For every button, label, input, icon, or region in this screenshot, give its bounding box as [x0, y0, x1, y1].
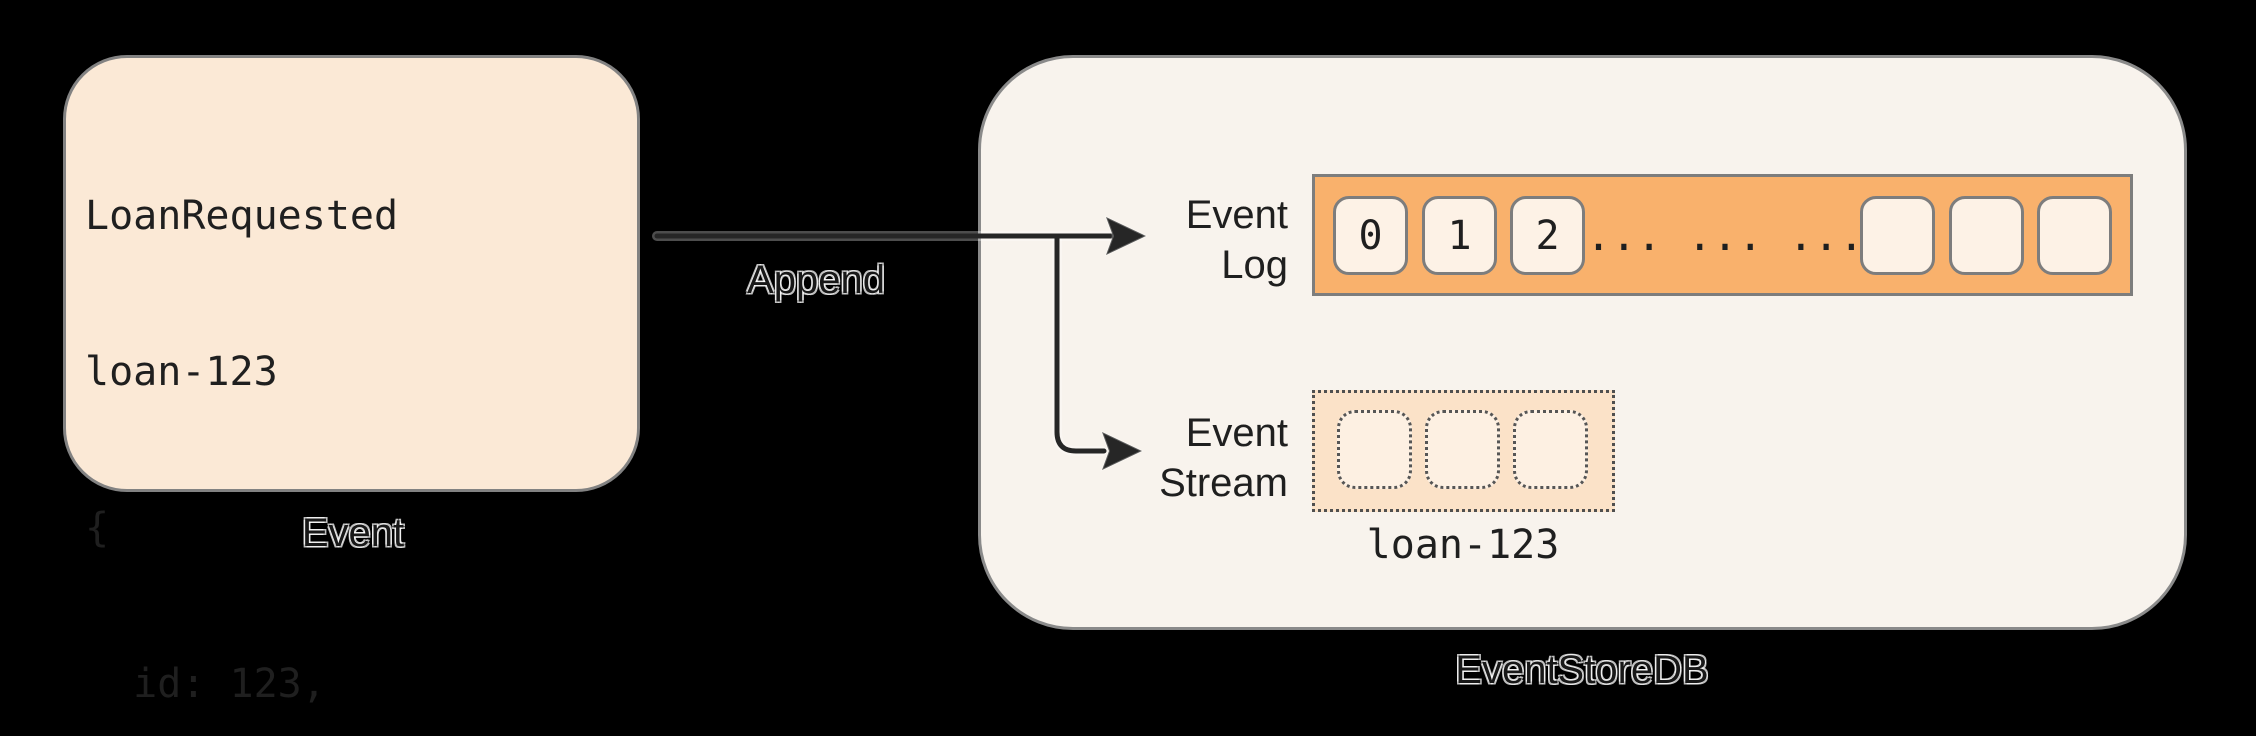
event-log-label-line1: Event	[1185, 193, 1288, 237]
code-line: {	[85, 505, 110, 551]
event-stream-label: Event Stream	[1038, 408, 1288, 508]
stream-name-label: loan-123	[1366, 522, 1560, 568]
log-empty-cell	[1860, 196, 1935, 275]
event-log-label-line2: Log	[1221, 243, 1288, 287]
stream-empty-cell	[1337, 410, 1412, 489]
append-label: Append	[747, 258, 885, 302]
log-ellipsis: ... ... ...	[1585, 211, 1865, 260]
code-line: loan-123	[85, 349, 278, 395]
log-empty-cell	[2037, 196, 2112, 275]
code-line: id: 123,	[85, 661, 326, 707]
event-box	[63, 55, 640, 492]
log-cell-0: 0	[1333, 196, 1408, 275]
log-cell-1: 1	[1422, 196, 1497, 275]
eventstoredb-container	[978, 55, 2187, 630]
code-line: LoanRequested	[85, 193, 399, 239]
stream-empty-cell	[1513, 410, 1588, 489]
eventstoredb-caption: EventStoreDB	[1455, 648, 1709, 692]
event-stream-label-line1: Event	[1185, 411, 1288, 455]
event-box-caption: Event	[301, 511, 405, 555]
event-stream-label-line2: Stream	[1159, 461, 1288, 505]
stream-empty-cell	[1425, 410, 1500, 489]
event-code-block: LoanRequested loan-123 { id: 123, amount…	[85, 86, 639, 736]
event-log-label: Event Log	[1038, 190, 1288, 290]
log-empty-cell	[1949, 196, 2024, 275]
log-cell-2: 2	[1510, 196, 1585, 275]
